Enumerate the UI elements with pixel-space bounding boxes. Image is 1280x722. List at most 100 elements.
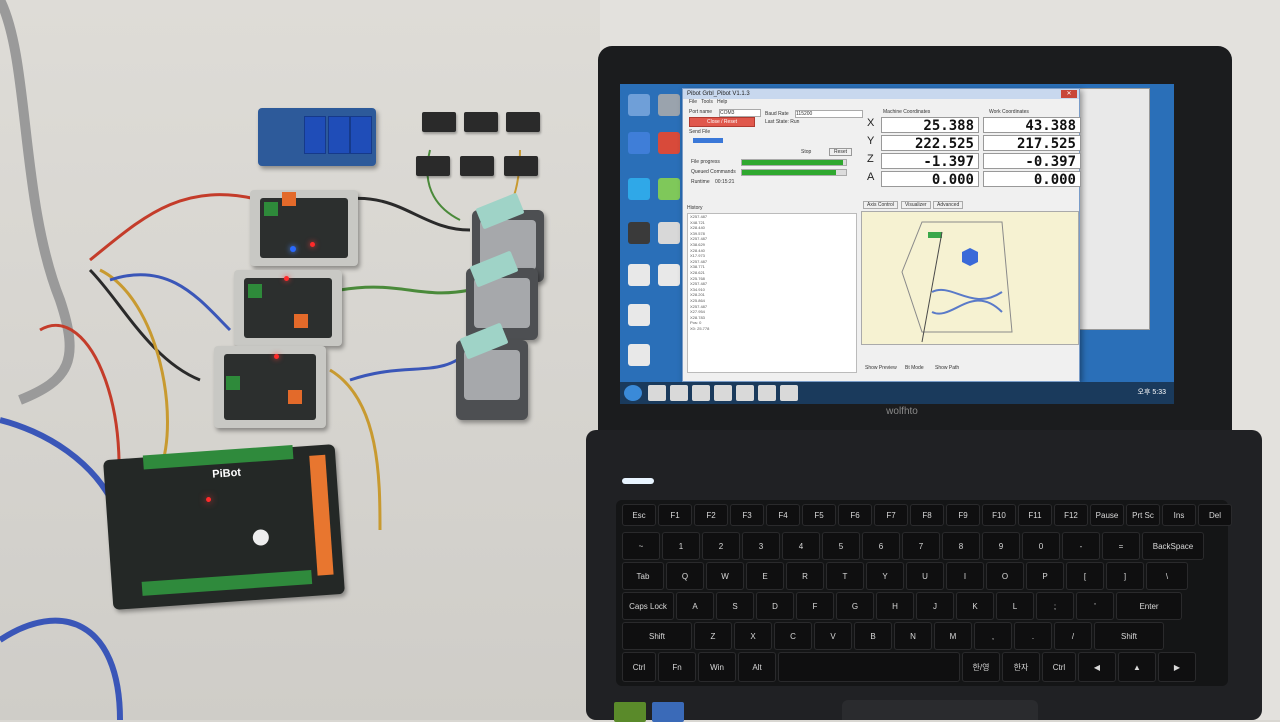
- key[interactable]: 3: [742, 532, 780, 560]
- key[interactable]: Fn: [658, 652, 696, 682]
- key[interactable]: 한/영: [962, 652, 1000, 682]
- key[interactable]: 7: [902, 532, 940, 560]
- key[interactable]: [: [1066, 562, 1104, 590]
- desktop-icon[interactable]: [628, 94, 650, 116]
- key[interactable]: 5: [822, 532, 860, 560]
- key[interactable]: F: [796, 592, 834, 620]
- connect-button[interactable]: Close / Reset: [689, 117, 755, 127]
- key[interactable]: F2: [694, 504, 728, 526]
- key[interactable]: Y: [866, 562, 904, 590]
- tab-advanced[interactable]: Advanced: [933, 201, 964, 209]
- taskbar-app[interactable]: [692, 385, 710, 401]
- key[interactable]: 한자: [1002, 652, 1040, 682]
- key[interactable]: F8: [910, 504, 944, 526]
- key[interactable]: F3: [730, 504, 764, 526]
- desktop-icon[interactable]: [658, 132, 680, 154]
- key[interactable]: W: [706, 562, 744, 590]
- key[interactable]: -: [1062, 532, 1100, 560]
- key[interactable]: N: [894, 622, 932, 650]
- key[interactable]: Prt Sc: [1126, 504, 1160, 526]
- key[interactable]: J: [916, 592, 954, 620]
- key[interactable]: L: [996, 592, 1034, 620]
- background-window[interactable]: [1068, 88, 1150, 330]
- key[interactable]: 2: [702, 532, 740, 560]
- key[interactable]: =: [1102, 532, 1140, 560]
- start-button[interactable]: [624, 385, 642, 401]
- key[interactable]: Ins: [1162, 504, 1196, 526]
- key[interactable]: 8: [942, 532, 980, 560]
- taskbar-app[interactable]: [714, 385, 732, 401]
- key[interactable]: ~: [622, 532, 660, 560]
- key[interactable]: ,: [974, 622, 1012, 650]
- key[interactable]: A: [676, 592, 714, 620]
- key[interactable]: 1: [662, 532, 700, 560]
- key[interactable]: Caps Lock: [622, 592, 674, 620]
- key[interactable]: Ctrl: [1042, 652, 1076, 682]
- key[interactable]: Shift: [622, 622, 692, 650]
- menu-help[interactable]: Help: [717, 99, 728, 105]
- menu-tools[interactable]: Tools: [701, 99, 713, 105]
- key[interactable]: F1: [658, 504, 692, 526]
- desktop-icon[interactable]: [628, 304, 650, 326]
- key[interactable]: Alt: [738, 652, 776, 682]
- key[interactable]: 4: [782, 532, 820, 560]
- key[interactable]: ]: [1106, 562, 1144, 590]
- desktop-icon[interactable]: [628, 132, 650, 154]
- desktop-icon[interactable]: [658, 178, 680, 200]
- menu-file[interactable]: File: [689, 99, 698, 105]
- key[interactable]: Tab: [622, 562, 664, 590]
- close-icon[interactable]: ✕: [1061, 90, 1077, 98]
- file-field[interactable]: [693, 138, 723, 143]
- key[interactable]: Shift: [1094, 622, 1164, 650]
- key[interactable]: .: [1014, 622, 1052, 650]
- key[interactable]: ◀: [1078, 652, 1116, 682]
- key[interactable]: 6: [862, 532, 900, 560]
- desktop-icon[interactable]: [658, 264, 680, 286]
- key[interactable]: ▶: [1158, 652, 1196, 682]
- key[interactable]: T: [826, 562, 864, 590]
- stop-button[interactable]: Stop: [801, 149, 812, 155]
- key[interactable]: Del: [1198, 504, 1232, 526]
- key[interactable]: F5: [802, 504, 836, 526]
- key[interactable]: F9: [946, 504, 980, 526]
- desktop-icon[interactable]: [628, 344, 650, 366]
- key[interactable]: Z: [694, 622, 732, 650]
- show-preview-toggle[interactable]: Show Preview: [865, 365, 897, 371]
- port-select[interactable]: COM3: [719, 109, 761, 117]
- key[interactable]: F12: [1054, 504, 1088, 526]
- bt-mode-toggle[interactable]: Bt Mode: [905, 365, 924, 371]
- key[interactable]: Enter: [1116, 592, 1182, 620]
- taskbar-app[interactable]: [648, 385, 666, 401]
- key[interactable]: \: [1146, 562, 1188, 590]
- baud-select[interactable]: 115200: [795, 110, 863, 118]
- key[interactable]: Pause: [1090, 504, 1124, 526]
- taskbar-app[interactable]: [670, 385, 688, 401]
- key[interactable]: K: [956, 592, 994, 620]
- key[interactable]: F7: [874, 504, 908, 526]
- key[interactable]: F6: [838, 504, 872, 526]
- key[interactable]: O: [986, 562, 1024, 590]
- key[interactable]: /: [1054, 622, 1092, 650]
- grbl-app-window[interactable]: Pibot Grbl_Pibot V1.1.3 ✕ File Tools Hel…: [682, 88, 1081, 382]
- desktop-icon[interactable]: [658, 94, 680, 116]
- key[interactable]: M: [934, 622, 972, 650]
- tab-axis-control[interactable]: Axis Control: [863, 201, 898, 209]
- key[interactable]: 0: [1022, 532, 1060, 560]
- key[interactable]: V: [814, 622, 852, 650]
- key[interactable]: F4: [766, 504, 800, 526]
- key[interactable]: [778, 652, 960, 682]
- key[interactable]: P: [1026, 562, 1064, 590]
- taskbar-app[interactable]: [780, 385, 798, 401]
- key[interactable]: 9: [982, 532, 1020, 560]
- reset-button[interactable]: Reset: [829, 148, 853, 156]
- key[interactable]: BackSpace: [1142, 532, 1204, 560]
- key[interactable]: H: [876, 592, 914, 620]
- taskbar-app[interactable]: [736, 385, 754, 401]
- key[interactable]: ;: [1036, 592, 1074, 620]
- key[interactable]: X: [734, 622, 772, 650]
- key[interactable]: F11: [1018, 504, 1052, 526]
- desktop-icon[interactable]: [628, 264, 650, 286]
- key[interactable]: Win: [698, 652, 736, 682]
- key[interactable]: ▲: [1118, 652, 1156, 682]
